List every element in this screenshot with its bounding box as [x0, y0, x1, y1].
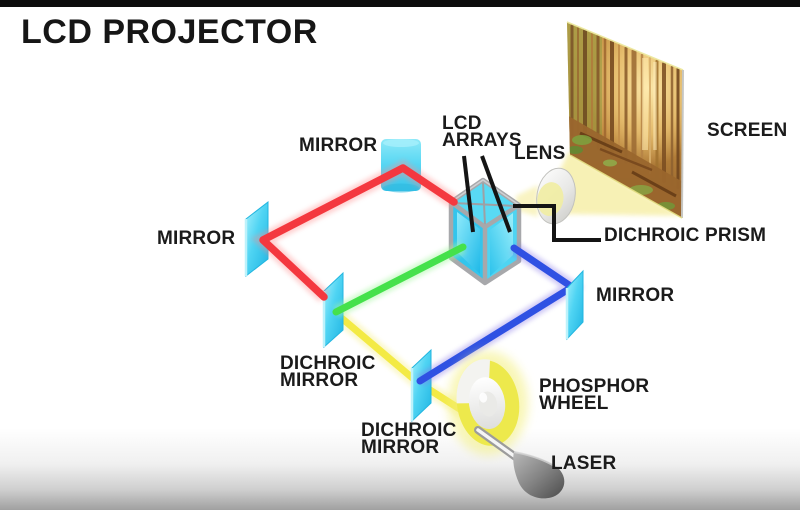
screen-right-edge	[681, 69, 684, 219]
mirror-right	[565, 269, 584, 341]
top-bar	[0, 0, 800, 7]
label-dichroic-prism: DICHROIC PRISM	[604, 225, 767, 246]
laser-cone	[513, 452, 565, 499]
pointer-line-lcd-1	[462, 155, 475, 233]
page-title: LCD PROJECTOR	[21, 13, 318, 51]
label-lcd-arrays: LCD ARRAYS	[442, 113, 522, 151]
label-mirror-top: MIRROR	[299, 135, 378, 156]
red-beam	[250, 159, 458, 303]
pointer-line-lcd-2	[480, 155, 512, 233]
label-dichroic-mirror-bottom: DICHROIC MIRROR	[361, 420, 457, 458]
green-beam	[332, 241, 467, 318]
pointer-line-dichroic-prism	[513, 204, 601, 242]
screen-bottom-edge	[569, 154, 683, 219]
laser	[474, 426, 565, 499]
label-dichroic-mirror-left: DICHROIC MIRROR	[280, 353, 376, 391]
label-screen: SCREEN	[707, 120, 788, 141]
label-mirror-right: MIRROR	[596, 285, 675, 306]
tree-trunks	[570, 24, 680, 190]
phosphor-wheel	[448, 351, 528, 455]
label-phosphor-wheel: PHOSPHOR WHEEL	[539, 376, 650, 414]
pointer-lines	[462, 155, 601, 242]
label-mirror-left: MIRROR	[157, 228, 236, 249]
label-laser: LASER	[551, 453, 617, 474]
label-lens: LENS	[514, 143, 566, 164]
screen-top-edge	[566, 21, 684, 71]
dichroic-mirror-bottom	[410, 348, 432, 423]
